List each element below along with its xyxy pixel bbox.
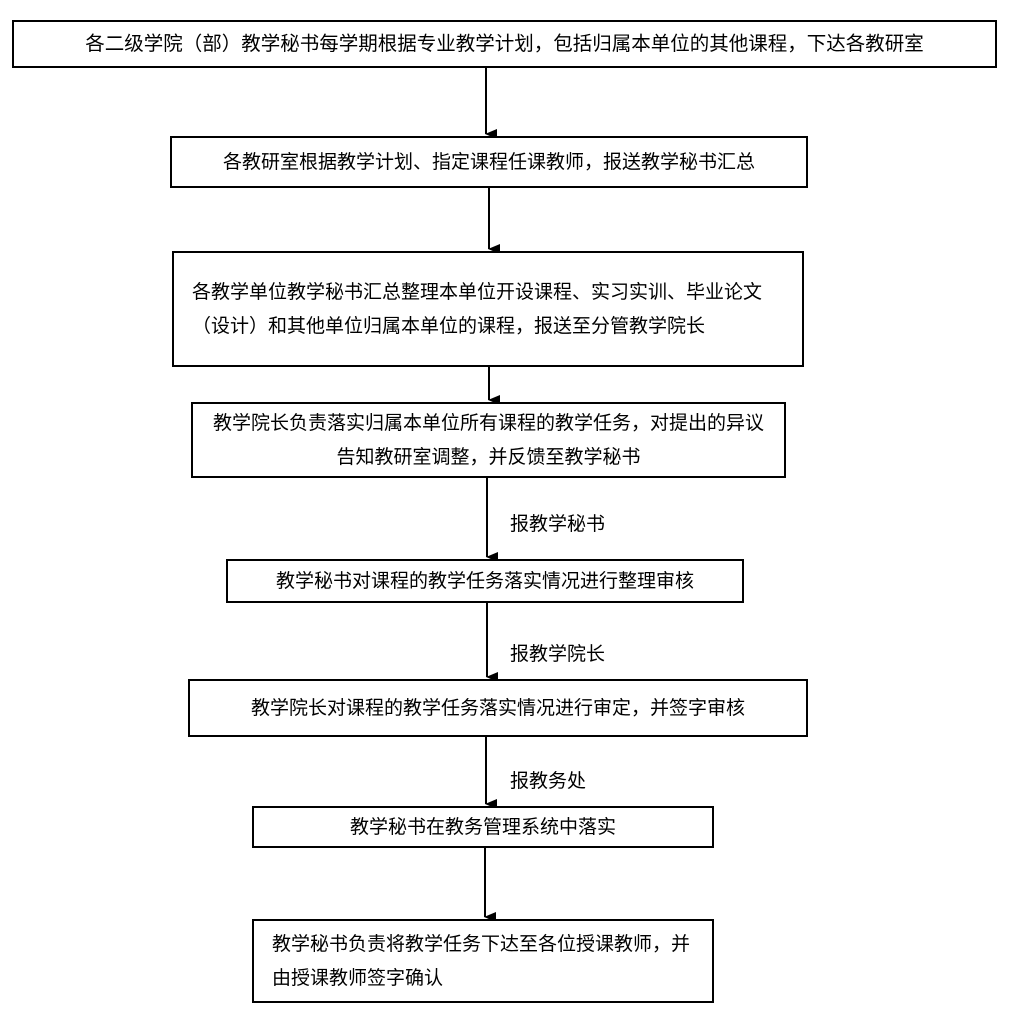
edge-label-to-step-5: 报教学秘书 <box>510 513 606 535</box>
step-3-text: 各教学单位教学秘书汇总整理本单位开设课程、实习实训、毕业论文（设计）和其他单位归… <box>192 281 763 337</box>
step-2-text: 各教研室根据教学计划、指定课程任课教师，报送教学秘书汇总 <box>222 151 755 173</box>
step-1-text: 各二级学院（部）教学秘书每学期根据专业教学计划，包括归属本单位的其他课程，下达各… <box>85 32 924 55</box>
step-7-text: 教学秘书在教务管理系统中落实 <box>349 816 616 838</box>
edge-label-to-step-7: 报教务处 <box>510 770 587 792</box>
edge-label-to-step-6: 报教学院长 <box>510 643 606 665</box>
step-4-text: 教学院长负责落实归属本单位所有课程的教学任务，对提出的异议告知教研室调整，并反馈… <box>212 412 764 468</box>
step-6-text: 教学院长对课程的教学任务落实情况进行审定，并签字审核 <box>250 697 745 719</box>
step-8-box: 教学秘书负责将教学任务下达至各位授课教师，并由授课教师签字确认 <box>252 919 714 1003</box>
step-5-box: 教学秘书对课程的教学任务落实情况进行整理审核 <box>226 559 744 603</box>
step-2-box: 各教研室根据教学计划、指定课程任课教师，报送教学秘书汇总 <box>170 136 808 188</box>
step-7-box: 教学秘书在教务管理系统中落实 <box>252 806 714 848</box>
step-1-box: 各二级学院（部）教学秘书每学期根据专业教学计划，包括归属本单位的其他课程，下达各… <box>12 20 997 68</box>
step-6-box: 教学院长对课程的教学任务落实情况进行审定，并签字审核 <box>188 679 808 737</box>
step-8-text: 教学秘书负责将教学任务下达至各位授课教师，并由授课教师签字确认 <box>272 933 691 989</box>
step-5-text: 教学秘书对课程的教学任务落实情况进行整理审核 <box>275 570 694 592</box>
step-3-box: 各教学单位教学秘书汇总整理本单位开设课程、实习实训、毕业论文（设计）和其他单位归… <box>172 251 804 367</box>
step-4-box: 教学院长负责落实归属本单位所有课程的教学任务，对提出的异议告知教研室调整，并反馈… <box>191 402 786 478</box>
